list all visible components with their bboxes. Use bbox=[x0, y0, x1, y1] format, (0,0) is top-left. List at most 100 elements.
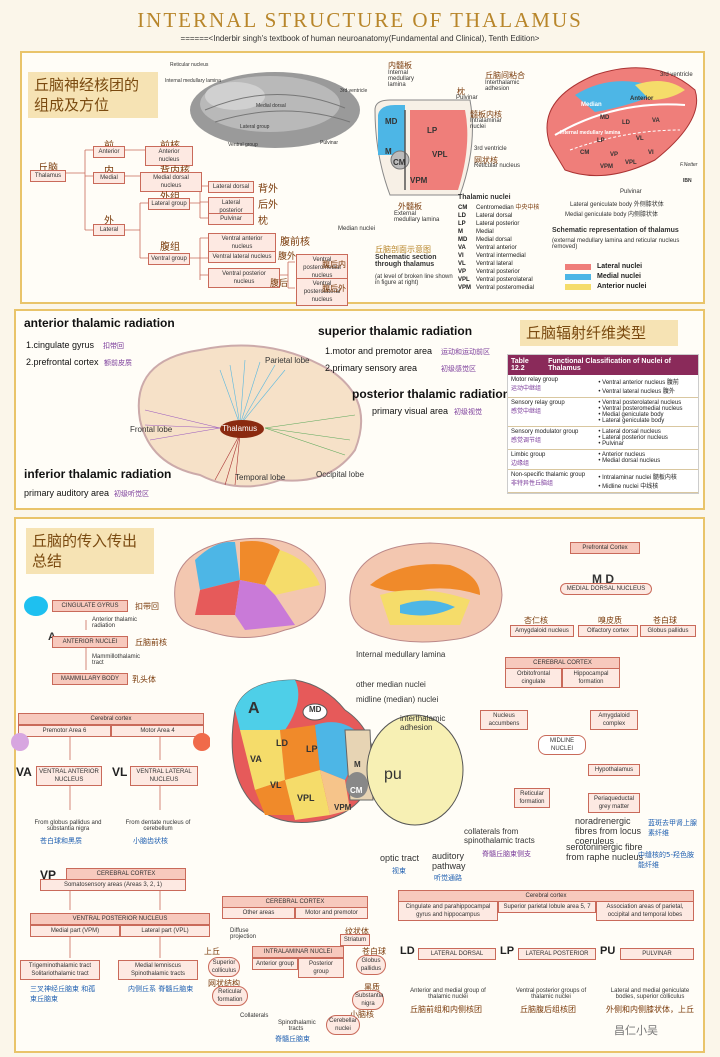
iml-label: Internal medullary lamina bbox=[388, 70, 415, 88]
table-item: Midline nuclei 中线核 bbox=[598, 481, 695, 490]
vpm-cn: 腹后内 bbox=[322, 260, 346, 269]
tree-anterior-nucleus: Anterior nucleus bbox=[145, 146, 193, 166]
tree-ventral-anterior: Ventral anterior nucleus bbox=[208, 233, 276, 253]
table-row: Sensory relay group感觉中继组Ventral posterol… bbox=[508, 397, 698, 427]
legend-item: Medial nuclei bbox=[565, 273, 646, 280]
from-dn: From dentate nucleus of cerebellum bbox=[125, 820, 191, 832]
thalamus-central-figure bbox=[231, 679, 464, 826]
medial-cortex-map bbox=[349, 542, 503, 643]
panel3-cn-title: 丘脑的传入传出总结 bbox=[26, 528, 154, 574]
table-group-cn: 非特异性丘脑组 bbox=[511, 480, 554, 487]
temporal-lobe: Temporal lobe bbox=[235, 473, 286, 482]
table-item: Pulvinar bbox=[598, 441, 695, 447]
table-items-cell: Lateral dorsal nucleusLateral posterior … bbox=[595, 426, 698, 450]
ld-box: LATERAL DORSAL bbox=[418, 948, 496, 960]
pu-letter: PU bbox=[600, 945, 616, 957]
label-ventral-group-3d: Ventral group bbox=[228, 142, 258, 148]
center-auditory-cn: 听觉通路 bbox=[434, 874, 462, 882]
lp-cn: 后外 bbox=[258, 200, 278, 211]
pulvinar-section-cn: 枕 bbox=[457, 87, 465, 96]
table-row: Sensory modulator group感觉调节组Lateral dors… bbox=[508, 426, 698, 450]
nuclei-name: Ventral posteromedial bbox=[476, 285, 535, 291]
adhesion-cn: 丘脑间粘合 bbox=[485, 71, 525, 80]
sup-item-2-cn: 初级感觉区 bbox=[441, 365, 476, 373]
vp-somatosensory: Somatosensory areas (Areas 3, 2, 1) bbox=[40, 879, 186, 891]
label-iml: Internal medullary lamina bbox=[165, 78, 221, 84]
lp-from: Ventral posterior groups of thalamic nuc… bbox=[515, 988, 587, 1000]
medial-cn: 内 bbox=[104, 162, 114, 177]
anterior-nuclei: ANTERIOR NUCLEI bbox=[52, 636, 128, 648]
table-group-cn: 感觉调节组 bbox=[511, 437, 542, 444]
nuclei-abbr: VPM bbox=[458, 285, 472, 291]
vl-cn: 腹外 bbox=[278, 252, 297, 262]
occipital-lobe: Occipital lobe bbox=[316, 470, 365, 479]
section-vpm: VPM bbox=[410, 176, 428, 185]
sup-item-2: 2.primary sensory area bbox=[325, 363, 418, 373]
sch-md: MD bbox=[600, 115, 610, 121]
pu-box: PULVINAR bbox=[620, 948, 694, 960]
posterior-radiation-title: posterior thalamic radiation bbox=[352, 387, 511, 401]
sch-iml: Internal medullary lamina bbox=[560, 130, 621, 136]
nuclei-abbr: VI bbox=[458, 253, 464, 259]
table-group: Sensory relay group bbox=[511, 400, 565, 406]
spino-label: Spinothalamic tracts bbox=[278, 1020, 316, 1032]
ventricle-section: 3rd ventricle bbox=[474, 146, 507, 152]
center-cm: CM bbox=[350, 786, 363, 795]
nuclei-name: Lateral posterior bbox=[476, 221, 520, 227]
nuclei-name: Medial dorsal bbox=[476, 237, 512, 243]
diffuse-label: Diffuse projection bbox=[230, 928, 257, 940]
table-group: Limbic group bbox=[511, 452, 546, 458]
center-vpm: VPM bbox=[334, 803, 352, 812]
vp-letter: VP bbox=[40, 868, 57, 882]
anterior-group-box: Anterior group bbox=[252, 958, 298, 970]
table-row: Non-specific thalamic group非特异性丘脑组Intral… bbox=[508, 469, 698, 493]
sch-anterior: Anterior bbox=[630, 96, 654, 102]
gp-box: Globus pallidus bbox=[640, 625, 696, 637]
section-caption-note: (at level of broken line shown in figure… bbox=[375, 274, 453, 286]
center-vpl: VPL bbox=[297, 793, 315, 803]
nuclei-abbr: VP bbox=[458, 269, 467, 275]
ant-item-1: 1.cingulate gyrus bbox=[26, 340, 95, 350]
sch-vi: VI bbox=[648, 150, 654, 156]
sch-vpl: VPL bbox=[625, 160, 637, 166]
panel2-cn-title: 丘脑辐射纤维类型 bbox=[520, 320, 678, 346]
parietal-lobe: Parietal lobe bbox=[265, 356, 310, 365]
sch-mgb: Medial geniculate body 内侧膝状体 bbox=[565, 212, 659, 218]
sup-item-1-cn: 运动和运动前区 bbox=[441, 348, 490, 356]
ne-fibres: noradrenergic fibres from locus coeruleu… bbox=[575, 816, 642, 846]
nuclei-abbr: CM bbox=[458, 205, 468, 211]
center-a: A bbox=[248, 700, 260, 717]
ant-item-2: 2.prefrontal cortex bbox=[26, 357, 99, 367]
sup-coll-cn: 上丘 bbox=[204, 947, 220, 956]
median-nuclei-label: Median nuclei bbox=[338, 226, 376, 232]
table-item: Medial geniculate body bbox=[598, 412, 695, 418]
tree-vpl: Ventral posterolateral nucleus bbox=[296, 278, 348, 306]
amyg2-box: Amygdaloid complex bbox=[590, 710, 638, 730]
nuclei-abbr: VA bbox=[458, 245, 466, 251]
eml-cn: 外髓板 bbox=[398, 202, 422, 211]
ant-item-2-cn: 额前皮质 bbox=[104, 359, 132, 367]
legend-label: Medial nuclei bbox=[597, 273, 641, 280]
anterior-radiation-title: anterior thalamic radiation bbox=[24, 316, 175, 330]
center-pu: pu bbox=[384, 766, 402, 783]
tree-medial-dorsal: Medial dorsal nucleus bbox=[140, 172, 202, 192]
center-lp: LP bbox=[306, 744, 318, 754]
intralaminar-label: Intralaminar nuclei bbox=[470, 118, 502, 130]
hippo-box: Hippocampal formation bbox=[562, 668, 620, 688]
legend-label: Lateral nuclei bbox=[597, 263, 643, 270]
gp-cn: 苍白球 bbox=[653, 616, 677, 625]
ld-from-cn: 丘脑前组和内侧核团 bbox=[410, 1005, 482, 1014]
table-row: Motor relay group运动中继组Ventral anterior n… bbox=[508, 375, 698, 398]
ventral-group-cn: 腹组 bbox=[160, 242, 180, 253]
sch-ld: LD bbox=[622, 120, 630, 126]
cingulate-gyrus: CINGULATE GYRUS bbox=[52, 600, 128, 612]
lateral-cn: 外 bbox=[104, 216, 114, 227]
vpl-cn: 腹后外 bbox=[322, 284, 346, 293]
amyg-cn: 杏仁核 bbox=[524, 616, 548, 625]
from-gp: From globus pallidus and substantia nigr… bbox=[34, 820, 102, 832]
